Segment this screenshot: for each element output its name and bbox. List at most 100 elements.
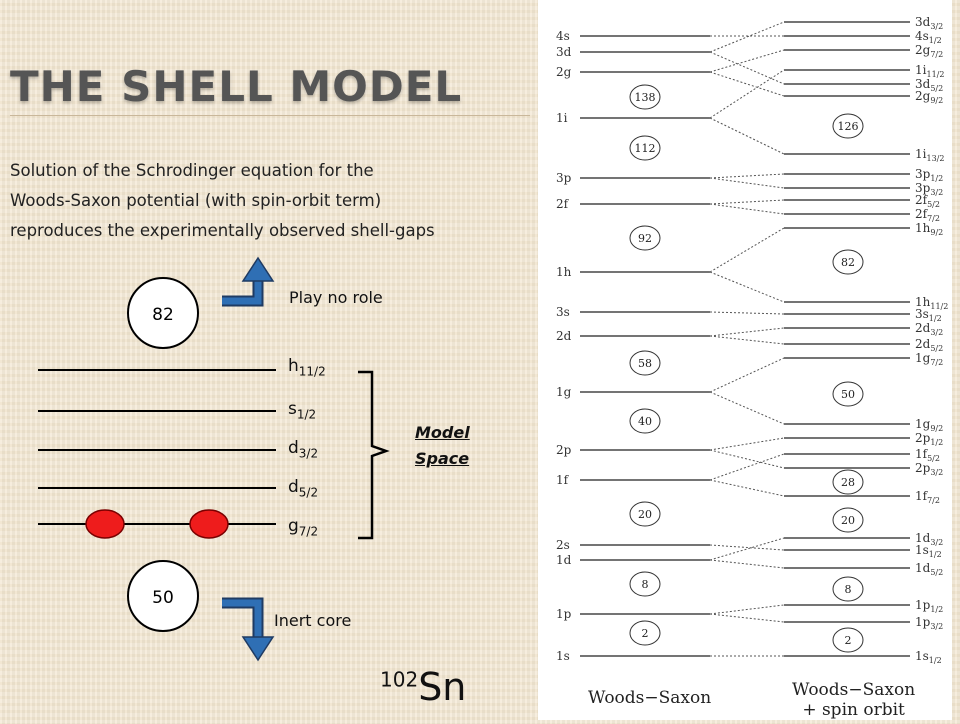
ws-so-level-label: 1g7/2: [915, 351, 943, 367]
ws-left-gap-number: 2: [642, 627, 649, 640]
ws-so-level-label: 1h11/2: [915, 295, 948, 311]
level-label-h11-2: h11/2: [288, 356, 326, 379]
ws-right-gap-number: 2: [845, 634, 852, 647]
ws-so-level-label: 2p3/2: [915, 461, 943, 477]
ws-right-gap-number: 126: [838, 120, 859, 133]
ws-level-label: 2s: [556, 538, 570, 552]
ws-level-label: 1s: [556, 649, 570, 663]
ws-left-gap-circle: [629, 501, 661, 527]
ws-level-label: 3d: [556, 45, 572, 59]
ws-so-level-label: 1d5/2: [915, 561, 943, 577]
ws-connector-line: [709, 69, 785, 119]
ws-connector-line: [709, 51, 785, 85]
ws-right-gap-circle: [832, 507, 864, 533]
ws-left-gap-number: 20: [638, 508, 652, 521]
ws-left-gap-number: 40: [638, 415, 652, 428]
magic-50-label: 50: [152, 588, 174, 608]
ws-level-label: 2d: [556, 329, 572, 343]
model-space-diagram: 82 50: [38, 256, 390, 662]
ws-level-label: 4s: [556, 29, 570, 43]
ws-left-gap-number: 8: [642, 578, 649, 591]
ws-so-level-label: 1s1/2: [915, 543, 942, 559]
level-label-g7-2: g7/2: [288, 516, 319, 539]
ws-right-gap-number: 20: [841, 514, 855, 527]
intro-line: reproduces the experimentally observed s…: [10, 221, 435, 240]
ws-connector-line: [709, 449, 785, 469]
ws-so-level-label: 1i11/2: [915, 63, 944, 79]
ws-so-level-label: 2d3/2: [915, 321, 943, 337]
model-space-label: Model Space: [415, 420, 495, 472]
ws-level-label: 1h: [556, 265, 572, 279]
level-label-d3-2: d3/2: [288, 438, 319, 461]
ws-so-level-label: 1s1/2: [915, 649, 942, 665]
ws-connector-line: [709, 357, 785, 393]
ws-right-gap-circle: [832, 113, 864, 139]
ws-connector-line: [709, 21, 785, 53]
ws-left-gap-circle: [629, 135, 661, 161]
ws-connector-line: [709, 311, 785, 315]
ws-right-gap-circle: [832, 381, 864, 407]
ws-level-label: 2p: [556, 443, 572, 457]
ws-so-level-label: 2g9/2: [915, 89, 943, 105]
ws-connector-line: [709, 71, 785, 97]
ws-connector-line: [709, 479, 785, 497]
ws-connector-line: [709, 327, 785, 337]
ws-so-level-label: 1p3/2: [915, 615, 943, 631]
ws-right-gap-number: 28: [841, 476, 855, 489]
ws-so-level-label: 3d5/2: [915, 77, 943, 93]
ws-left-gap-number: 58: [638, 357, 652, 370]
ws-level-label: 2g: [556, 65, 572, 79]
ws-so-level-label: 2f7/2: [915, 207, 940, 223]
ws-connector-line: [709, 335, 785, 345]
ws-so-level-label: 1p1/2: [915, 598, 943, 614]
ws-right-gap-number: 82: [841, 256, 855, 269]
ws-left-gap-circle: [629, 84, 661, 110]
ws-connector-line: [709, 49, 785, 73]
ws-connector-line: [709, 203, 785, 215]
slide-title: THE SHELL MODEL: [10, 62, 463, 111]
intro-line: Solution of the Schrodinger equation for…: [10, 161, 374, 180]
ws-level-label: 3p: [556, 171, 572, 185]
ws-level-label: 1g: [556, 385, 572, 399]
model-space-bracket: [358, 370, 390, 540]
ws-so-level-label: 1i13/2: [915, 147, 944, 163]
ws-left-gap-circle: [629, 571, 661, 597]
ws-connector-line: [709, 437, 785, 451]
right-column-title: Woods−Saxon + spin orbit: [792, 680, 916, 720]
ws-connector-line: [709, 117, 785, 155]
intro-text: Solution of the Schrodinger equation for…: [10, 156, 540, 246]
ws-connector-line: [709, 453, 785, 481]
ws-left-gap-number: 92: [638, 232, 652, 245]
ws-connector-line: [709, 271, 785, 303]
ws-so-level-label: 1g9/2: [915, 417, 943, 433]
ws-connector-line: [709, 199, 785, 205]
ws-level-label: 1f: [556, 473, 570, 487]
ws-level-label: 1d: [556, 553, 572, 567]
ws-left-gap-number: 138: [635, 91, 656, 104]
ws-level-label: 1p: [556, 607, 572, 621]
ws-right-gap-number: 50: [841, 388, 855, 401]
valence-particle: [85, 509, 125, 539]
left-column-title: Woods−Saxon: [588, 688, 712, 708]
title-divider: [10, 115, 530, 116]
magic-50-circle: [127, 560, 199, 632]
ws-so-level-label: 3d3/2: [915, 15, 943, 31]
ws-so-level-label: 4s1/2: [915, 29, 942, 45]
magic-82-circle: [127, 277, 199, 349]
ws-right-gap-circle: [832, 627, 864, 653]
level-label-d5-2: d5/2: [288, 477, 319, 500]
ws-so-level-label: 2p1/2: [915, 431, 943, 447]
up-arrow-icon: [222, 256, 275, 307]
model-space-word: Space: [415, 449, 470, 468]
play-no-role-note: Play no role: [289, 288, 383, 307]
ws-so-level-label: 1d3/2: [915, 531, 943, 547]
ws-so-level-label: 3s1/2: [915, 307, 942, 323]
ws-right-gap-circle: [832, 576, 864, 602]
ws-left-gap-circle: [629, 350, 661, 376]
inert-core-note: Inert core: [274, 611, 352, 630]
ws-so-level-label: 2g7/2: [915, 43, 943, 59]
nucleus-label: 102Sn: [380, 665, 467, 709]
level-label-s1-2: s1/2: [288, 399, 317, 422]
magic-82-label: 82: [152, 305, 174, 325]
